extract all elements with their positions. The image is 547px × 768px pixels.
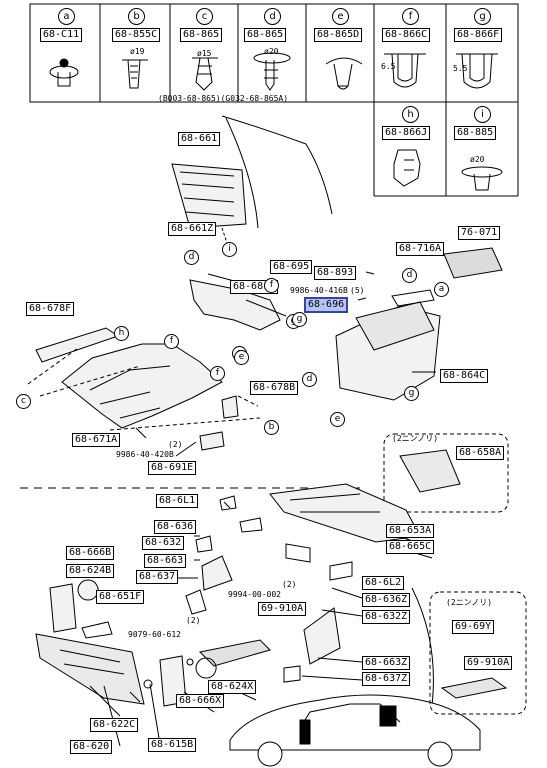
part-label-68-636z[interactable]: 68-636Z xyxy=(362,593,411,607)
part-label-68-716a[interactable]: 68-716A xyxy=(396,242,445,256)
legend-dim-c: ø15 xyxy=(197,49,212,58)
part-label-68-624x[interactable]: 68-624X xyxy=(208,680,257,694)
legend-part-e: 68-865D xyxy=(314,28,363,42)
legend-letter-c: c xyxy=(196,8,213,25)
part-label-69-910a[interactable]: 69-910A xyxy=(258,602,307,616)
part-label-68-671a[interactable]: 68-671A xyxy=(72,433,121,447)
callout-g: g xyxy=(292,312,307,327)
legend-dim-d: ø20 xyxy=(264,47,279,56)
callout-f: f xyxy=(210,366,225,381)
annotation-text: (2ニンノリ) xyxy=(392,434,439,443)
annotation-text: 9986-40-416B xyxy=(290,286,348,295)
annotation-text: 9079-60-612 xyxy=(128,630,181,639)
part-label-68-6l1[interactable]: 68-6L1 xyxy=(156,494,199,508)
callout-i: i xyxy=(222,242,237,257)
part-label-68-651f[interactable]: 68-651F xyxy=(96,590,145,604)
part-label-68-678b[interactable]: 68-678B xyxy=(250,381,299,395)
part-label-68-653a[interactable]: 68-653A xyxy=(386,524,435,538)
annotation-text: (2) xyxy=(186,616,201,625)
part-label-68-864c[interactable]: 68-864C xyxy=(440,369,489,383)
part-label-76-071[interactable]: 76-071 xyxy=(458,226,501,240)
part-label-69-69y[interactable]: 69-69Y xyxy=(452,620,495,634)
callout-d: d xyxy=(184,250,199,265)
part-label-68-658a[interactable]: 68-658A xyxy=(456,446,505,460)
callout-g: g xyxy=(404,386,419,401)
callout-a: a xyxy=(434,282,449,297)
callout-d: d xyxy=(302,372,317,387)
part-label-68-632z[interactable]: 68-632Z xyxy=(362,610,411,624)
part-label-68-632[interactable]: 68-632 xyxy=(142,536,185,550)
legend-letter-i: i xyxy=(474,106,491,123)
annotation-text: (5) xyxy=(350,286,365,295)
legend-part-b: 68-855C xyxy=(112,28,161,42)
part-label-68-691e[interactable]: 68-691E xyxy=(148,461,197,475)
legend-letter-e: e xyxy=(332,8,349,25)
part-label-68-622c[interactable]: 68-622C xyxy=(90,718,139,732)
annotation-text: (2) xyxy=(168,440,183,449)
part-label-68-636[interactable]: 68-636 xyxy=(154,520,197,534)
legend-dim-b: ø19 xyxy=(130,47,145,56)
callout-f: f xyxy=(164,334,179,349)
callout-c: c xyxy=(16,394,31,409)
callout-f: f xyxy=(264,278,279,293)
part-label-68-637[interactable]: 68-637 xyxy=(136,570,179,584)
legend-letter-b: b xyxy=(128,8,145,25)
part-label-68-678f[interactable]: 68-678F xyxy=(26,302,75,316)
part-label-68-661[interactable]: 68-661 xyxy=(178,132,221,146)
legend-letter-g: g xyxy=(474,8,491,25)
legend-letter-h: h xyxy=(402,106,419,123)
annotation-text: 9994-00-002 xyxy=(228,590,281,599)
part-label-68-624b[interactable]: 68-624B xyxy=(66,564,115,578)
callout-d: d xyxy=(402,268,417,283)
callout-e: e xyxy=(234,350,249,365)
part-label-68-615b[interactable]: 68-615B xyxy=(148,738,197,752)
annotation-text: (2ニンノリ) xyxy=(446,598,493,607)
part-label-68-6l2[interactable]: 68-6L2 xyxy=(362,576,405,590)
part-label-69-910a[interactable]: 69-910A xyxy=(464,656,513,670)
part-label-68-620[interactable]: 68-620 xyxy=(70,740,113,754)
part-label-68-666b[interactable]: 68-666B xyxy=(66,546,115,560)
legend-part-a: 68-C11 xyxy=(40,28,83,42)
legend-part-c: 68-865 xyxy=(180,28,223,42)
legend-note: (B003-68-865)(G032-68-865A) xyxy=(158,94,289,103)
part-label-68-661z[interactable]: 68-661Z xyxy=(168,222,217,236)
part-label-68-663[interactable]: 68-663 xyxy=(144,554,187,568)
part-label-68-893[interactable]: 68-893 xyxy=(314,266,357,280)
annotation-text: (2) xyxy=(282,580,297,589)
callout-b: b xyxy=(264,420,279,435)
legend-letter-d: d xyxy=(264,8,281,25)
legend-part-f: 68-866C xyxy=(382,28,431,42)
callout-e: e xyxy=(330,412,345,427)
annotation-text: 9986-40-420B xyxy=(116,450,174,459)
part-label-68-663z[interactable]: 68-663Z xyxy=(362,656,411,670)
part-label-68-695[interactable]: 68-695 xyxy=(270,260,313,274)
legend-part-i: 68-885 xyxy=(454,126,497,140)
callout-h: h xyxy=(114,326,129,341)
legend-part-g: 68-866F xyxy=(454,28,503,42)
legend-dim-g: 5.5 xyxy=(453,64,468,73)
legend-part-h: 68-866J xyxy=(382,126,431,140)
part-label-68-665c[interactable]: 68-665C xyxy=(386,540,435,554)
part-label-68-666x[interactable]: 68-666X xyxy=(176,694,225,708)
legend-dim-i: ø20 xyxy=(470,155,485,164)
legend-part-d: 68-865 xyxy=(244,28,287,42)
legend-letter-f: f xyxy=(402,8,419,25)
part-label-68-696[interactable]: 68-696 xyxy=(304,297,349,313)
legend-dim-f: 6.5 xyxy=(381,62,396,71)
part-label-68-637z[interactable]: 68-637Z xyxy=(362,672,411,686)
legend-letter-a: a xyxy=(58,8,75,25)
